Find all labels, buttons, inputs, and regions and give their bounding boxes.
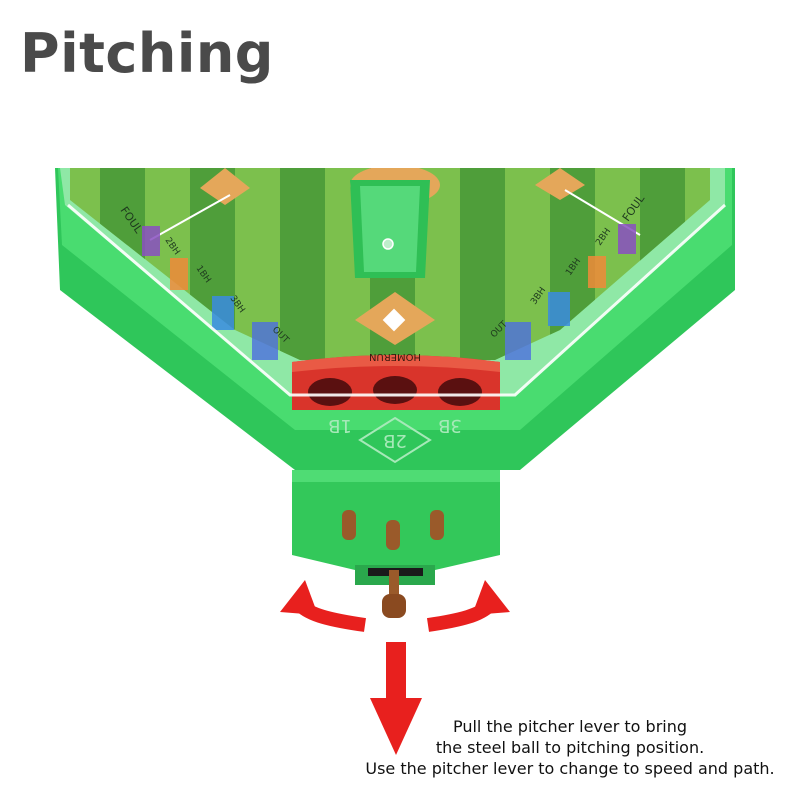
caption-line: Pull the pitcher lever to bring xyxy=(452,717,688,736)
base-label-3b: 3B xyxy=(438,415,462,436)
homerun-arc: HOMERUN xyxy=(292,351,500,410)
homerun-label: HOMERUN xyxy=(369,351,421,362)
pitcher-base xyxy=(292,470,500,585)
base-label-2b: 2B xyxy=(383,430,407,451)
curved-arrow-left-icon xyxy=(280,580,318,615)
base-diamond xyxy=(535,168,585,200)
caption-line: Use the pitcher lever to change to speed… xyxy=(365,759,775,778)
curved-arrow-right-icon xyxy=(472,580,510,615)
direction-arrows xyxy=(280,580,510,755)
base-label-1b: 1B xyxy=(328,415,352,436)
game-board: FOUL 2BH 1BH 3BH OUT OUT 3BH 1BH 2BH FOU… xyxy=(55,168,735,618)
caption-line: the steel ball to pitching position. xyxy=(435,738,705,757)
left-slot-gates xyxy=(142,226,278,360)
right-slot-gates xyxy=(505,224,636,360)
page-title: Pitching xyxy=(20,22,274,85)
pitcher-lever xyxy=(382,570,406,618)
pitcher-chute xyxy=(350,180,430,278)
base-markings: 1B 2B 3B xyxy=(328,415,462,464)
arrow-down-icon xyxy=(370,698,422,755)
base-diamond xyxy=(200,168,250,205)
instruction-caption: Pull the pitcher lever to bring the stee… xyxy=(340,716,800,779)
